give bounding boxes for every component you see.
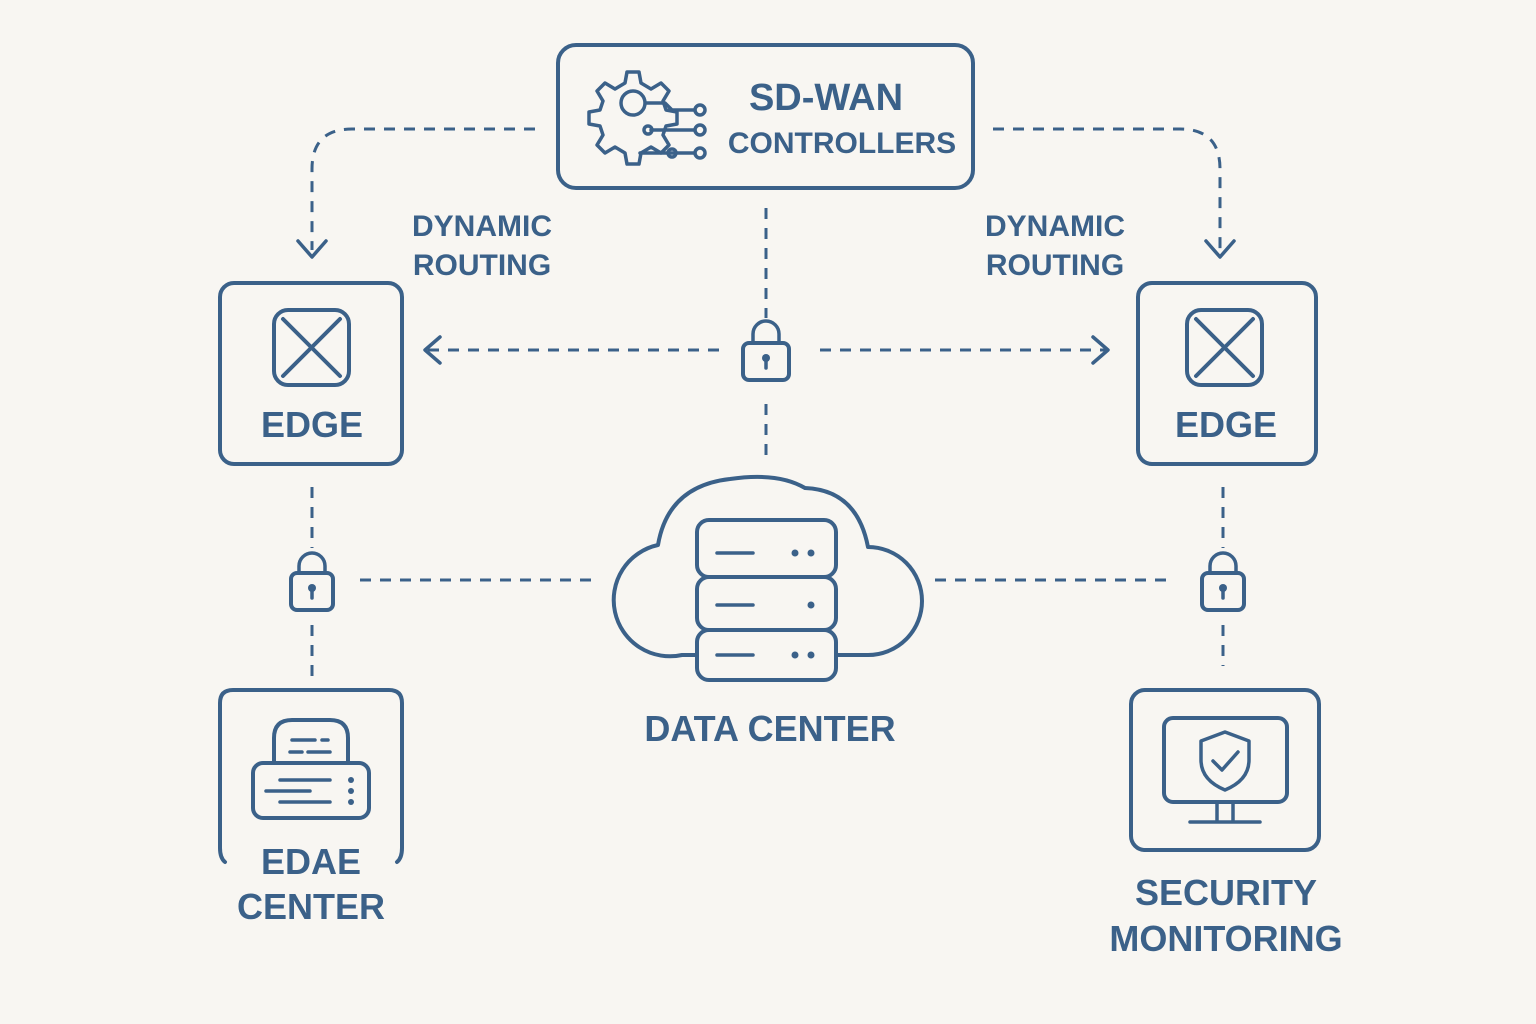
controllers-title: SD-WAN	[749, 77, 903, 119]
arrow-head-left-edge	[296, 239, 328, 259]
controllers-box	[556, 43, 975, 190]
edge-right-node: EDGE	[1136, 281, 1318, 466]
edge-left-label: EDGE	[261, 404, 363, 445]
routing-right-line1: DYNAMIC	[985, 210, 1125, 243]
edge-left-node: EDGE	[218, 281, 404, 466]
connectors	[296, 127, 1236, 676]
cloud-outline	[611, 474, 924, 659]
arrow-head-right	[1091, 335, 1110, 365]
security-box	[1129, 688, 1321, 852]
lock-icon	[741, 319, 791, 382]
routing-right-line2: ROUTING	[986, 249, 1124, 282]
controllers-subtitle: CONTROLLERS	[728, 127, 956, 160]
routing-left-line1: DYNAMIC	[412, 210, 552, 243]
security-node: SECURITY MONITORING	[1109, 688, 1343, 959]
edge-left-box	[218, 281, 404, 466]
edge-center-node: EDAE CENTER	[218, 688, 404, 927]
security-line1: SECURITY	[1135, 872, 1317, 913]
controllers-node: SD-WAN CONTROLLERS	[556, 43, 975, 190]
edge-right-label: EDGE	[1175, 404, 1277, 445]
edge-center-line1: EDAE	[261, 841, 361, 882]
server-icon	[251, 718, 371, 820]
router-x-icon	[272, 308, 351, 387]
router-x-icon	[1185, 308, 1264, 387]
data-center-node: DATA CENTER	[611, 474, 924, 749]
gear-circuit-icon	[587, 70, 707, 166]
cloud-server-icon	[695, 518, 838, 682]
connector-controllers-right-edge	[993, 127, 1222, 250]
connector-controllers-left-edge	[310, 127, 535, 250]
lock-icon	[289, 551, 335, 612]
arrow-head-right-edge	[1204, 239, 1236, 259]
edge-center-line2: CENTER	[237, 886, 385, 927]
lock-icon	[1200, 551, 1246, 612]
arrow-head-left	[423, 335, 442, 365]
shield-monitor-icon	[1162, 716, 1289, 824]
routing-left-line2: ROUTING	[413, 249, 551, 282]
edge-right-box	[1136, 281, 1318, 466]
security-line2: MONITORING	[1109, 918, 1342, 959]
edge-center-frame	[218, 688, 404, 864]
data-center-label: DATA CENTER	[644, 708, 895, 749]
